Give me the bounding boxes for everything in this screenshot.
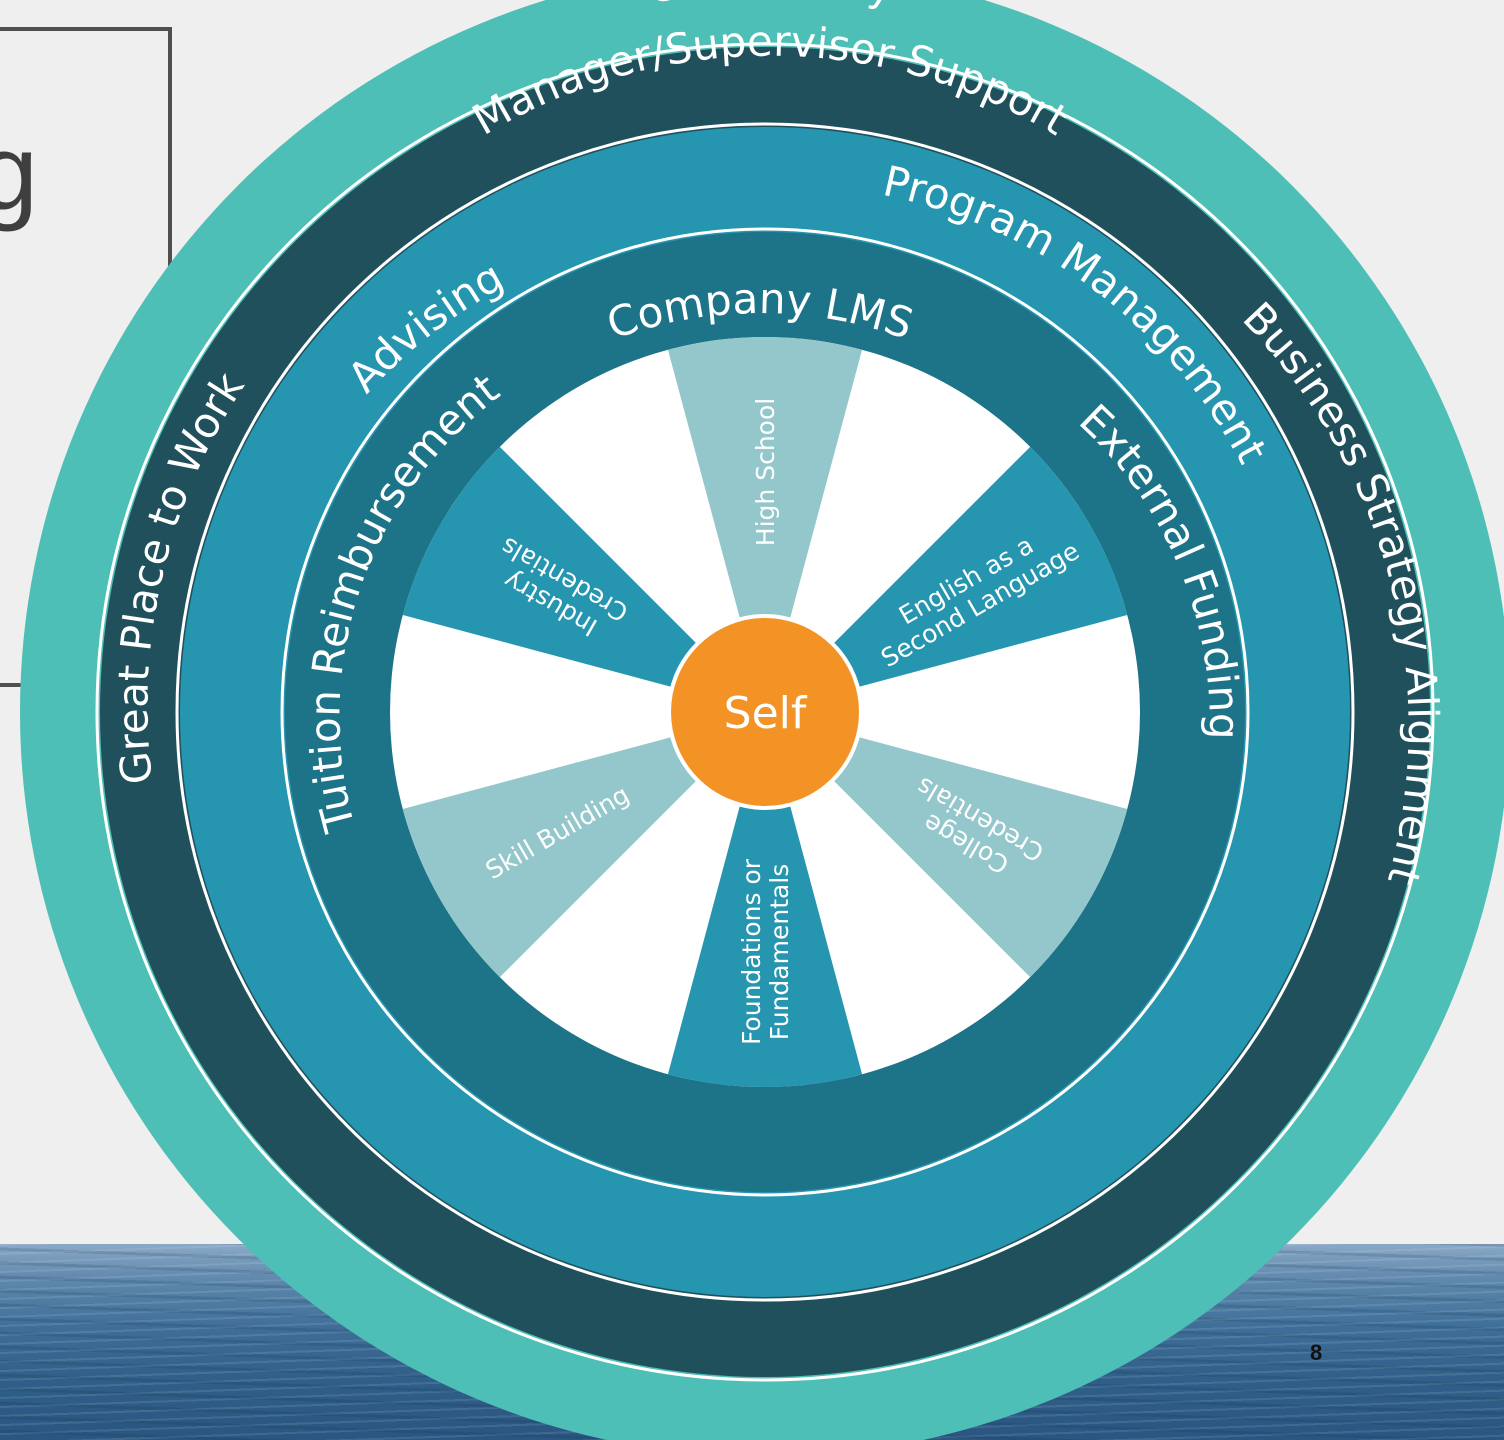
segment-wedge — [667, 336, 863, 712]
segment-label: High School — [751, 398, 780, 546]
segment-wedge — [765, 712, 1128, 978]
self-core — [667, 614, 863, 810]
segment-wedge — [765, 446, 1128, 712]
segment-label: Foundations orFundamentals — [737, 858, 794, 1045]
self-label: Self — [724, 688, 808, 739]
segment-wedge — [402, 446, 765, 712]
segment-label-line: High School — [751, 398, 780, 546]
ring-border-1 — [95, 42, 1435, 1382]
ring-border-3 — [280, 227, 1250, 1197]
segment-wedge — [667, 712, 863, 1087]
segment-label-line: Fundamentals — [765, 864, 794, 1041]
ring-border-2 — [175, 122, 1355, 1302]
segment-label-line: Foundations or — [737, 858, 766, 1045]
slide-title-fragment: g — [0, 111, 39, 232]
page-number: 8 — [1310, 1340, 1323, 1365]
segment-wedge — [402, 712, 765, 978]
